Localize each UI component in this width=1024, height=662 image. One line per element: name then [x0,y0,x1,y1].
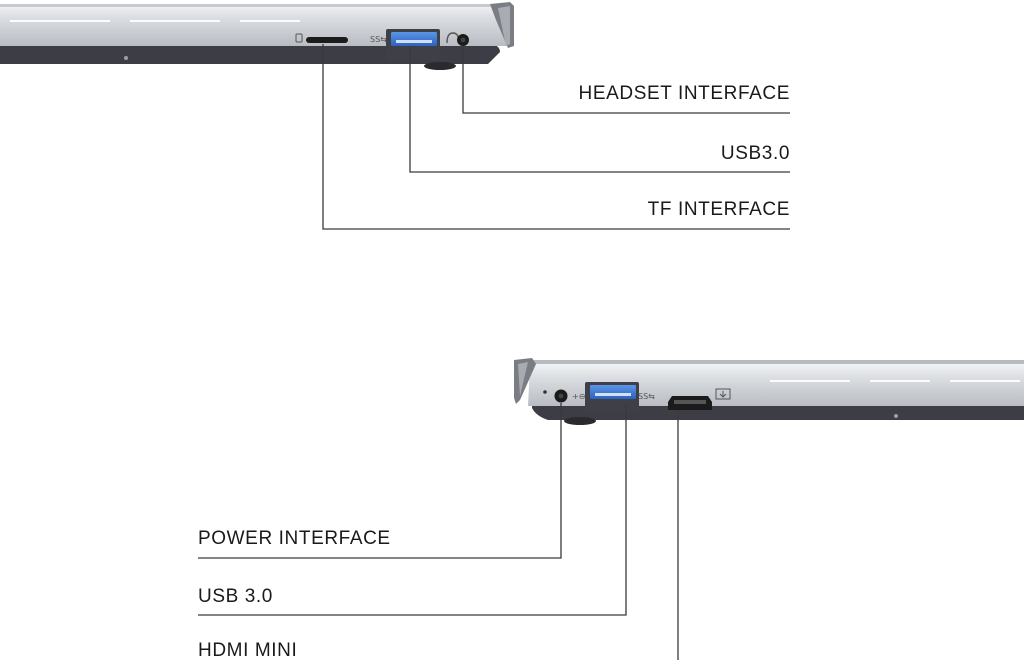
laptop-right-side: SS⇆ [0,2,514,70]
rubber-foot [424,62,456,70]
dc-power-icon: +⊖− [572,392,592,401]
sd-card-icon [295,33,303,43]
chassis-seams-left [770,380,1020,382]
display-out-icon [715,388,731,400]
label-headset: HEADSET INTERFACE [578,83,790,104]
label-power: POWER INTERFACE [198,528,391,549]
tf-slot [306,37,348,43]
leader-usb-bottom [198,404,627,616]
rubber-foot-left [564,417,596,425]
label-hdmi: HDMI MINI [198,640,298,661]
chassis-seams [10,20,300,22]
label-usb-bottom: USB 3.0 [198,586,273,607]
leader-power [198,403,562,559]
leader-headset [462,47,790,114]
usb-port-bottom [590,385,636,399]
status-led [543,390,547,394]
chassis-body-left [528,364,1024,406]
laptop-left-side: +⊖− SS⇆ [514,358,1024,425]
leader-lines-top [322,44,790,230]
usb-port-top [391,32,437,46]
chassis-body [0,4,508,46]
leader-tf [322,44,790,230]
chassis-edge [0,4,494,7]
leader-lines-bottom [198,403,679,660]
usb-ss-icon: SS⇆ [638,392,655,401]
chassis-base-left [532,404,1024,420]
usb-ss-icon: SS⇆ [370,35,387,44]
label-tf: TF INTERFACE [647,199,790,220]
leader-usb-top [409,46,790,173]
label-usb-top: USB3.0 [720,143,790,164]
